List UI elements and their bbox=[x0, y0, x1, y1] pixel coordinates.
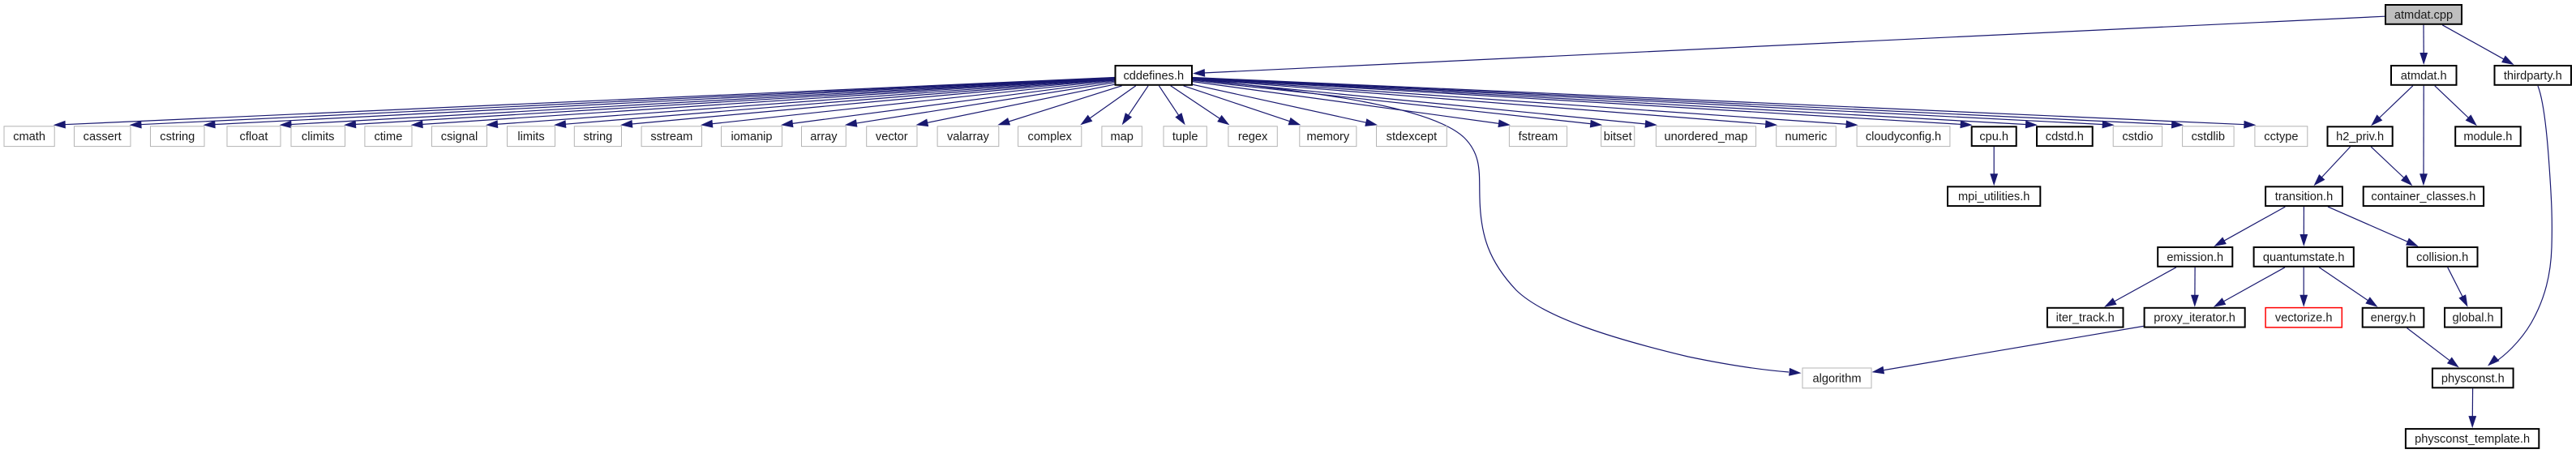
svg-text:numeric: numeric bbox=[1785, 131, 1828, 143]
svg-text:cdstd.h: cdstd.h bbox=[2046, 131, 2084, 143]
svg-text:valarray: valarray bbox=[947, 131, 990, 143]
svg-text:atmdat.h: atmdat.h bbox=[2401, 70, 2447, 83]
svg-text:collision.h: collision.h bbox=[2416, 251, 2468, 264]
svg-text:unordered_map: unordered_map bbox=[1664, 131, 1747, 143]
svg-text:cpu.h: cpu.h bbox=[1979, 131, 2008, 143]
svg-text:proxy_iterator.h: proxy_iterator.h bbox=[2154, 312, 2235, 325]
svg-text:cmath: cmath bbox=[13, 131, 45, 143]
svg-text:string: string bbox=[584, 131, 613, 143]
svg-text:transition.h: transition.h bbox=[2275, 190, 2333, 203]
svg-text:quantumstate.h: quantumstate.h bbox=[2263, 251, 2345, 264]
svg-text:cassert: cassert bbox=[84, 131, 122, 143]
svg-text:complex: complex bbox=[1028, 131, 1073, 143]
svg-text:cddefines.h: cddefines.h bbox=[1123, 70, 1184, 83]
svg-text:limits: limits bbox=[517, 131, 544, 143]
svg-text:csignal: csignal bbox=[441, 131, 478, 143]
svg-text:ctime: ctime bbox=[374, 131, 402, 143]
svg-text:mpi_utilities.h: mpi_utilities.h bbox=[1958, 190, 2030, 203]
svg-text:iomanip: iomanip bbox=[731, 131, 772, 143]
svg-text:climits: climits bbox=[302, 131, 335, 143]
svg-text:bitset: bitset bbox=[1604, 131, 1632, 143]
svg-text:fstream: fstream bbox=[1519, 131, 1558, 143]
svg-text:emission.h: emission.h bbox=[2167, 251, 2223, 264]
svg-text:stdexcept: stdexcept bbox=[1387, 131, 1437, 143]
svg-text:cstdlib: cstdlib bbox=[2192, 131, 2225, 143]
svg-text:thirdparty.h: thirdparty.h bbox=[2504, 70, 2562, 83]
svg-text:physconst_template.h: physconst_template.h bbox=[2415, 433, 2530, 446]
svg-text:cfloat: cfloat bbox=[240, 131, 268, 143]
svg-text:energy.h: energy.h bbox=[2371, 312, 2416, 325]
svg-text:vector: vector bbox=[876, 131, 908, 143]
svg-text:vectorize.h: vectorize.h bbox=[2275, 312, 2333, 325]
svg-text:cstdio: cstdio bbox=[2122, 131, 2153, 143]
svg-text:array: array bbox=[810, 131, 838, 143]
svg-text:map: map bbox=[1111, 131, 1134, 143]
svg-text:physconst.h: physconst.h bbox=[2441, 372, 2505, 385]
svg-text:memory: memory bbox=[1306, 131, 1349, 143]
svg-text:container_classes.h: container_classes.h bbox=[2371, 190, 2475, 203]
svg-text:module.h: module.h bbox=[2463, 131, 2512, 143]
svg-text:cloudyconfig.h: cloudyconfig.h bbox=[1866, 131, 1941, 143]
svg-text:tuple: tuple bbox=[1172, 131, 1198, 143]
svg-text:regex: regex bbox=[1238, 131, 1268, 143]
svg-text:cstring: cstring bbox=[160, 131, 195, 143]
svg-text:h2_priv.h: h2_priv.h bbox=[2336, 131, 2384, 143]
svg-text:cctype: cctype bbox=[2264, 131, 2298, 143]
svg-text:iter_track.h: iter_track.h bbox=[2056, 312, 2115, 325]
svg-text:global.h: global.h bbox=[2453, 312, 2494, 325]
svg-text:algorithm: algorithm bbox=[1812, 372, 1861, 385]
svg-text:sstream: sstream bbox=[650, 131, 692, 143]
svg-text:atmdat.cpp: atmdat.cpp bbox=[2394, 9, 2453, 22]
